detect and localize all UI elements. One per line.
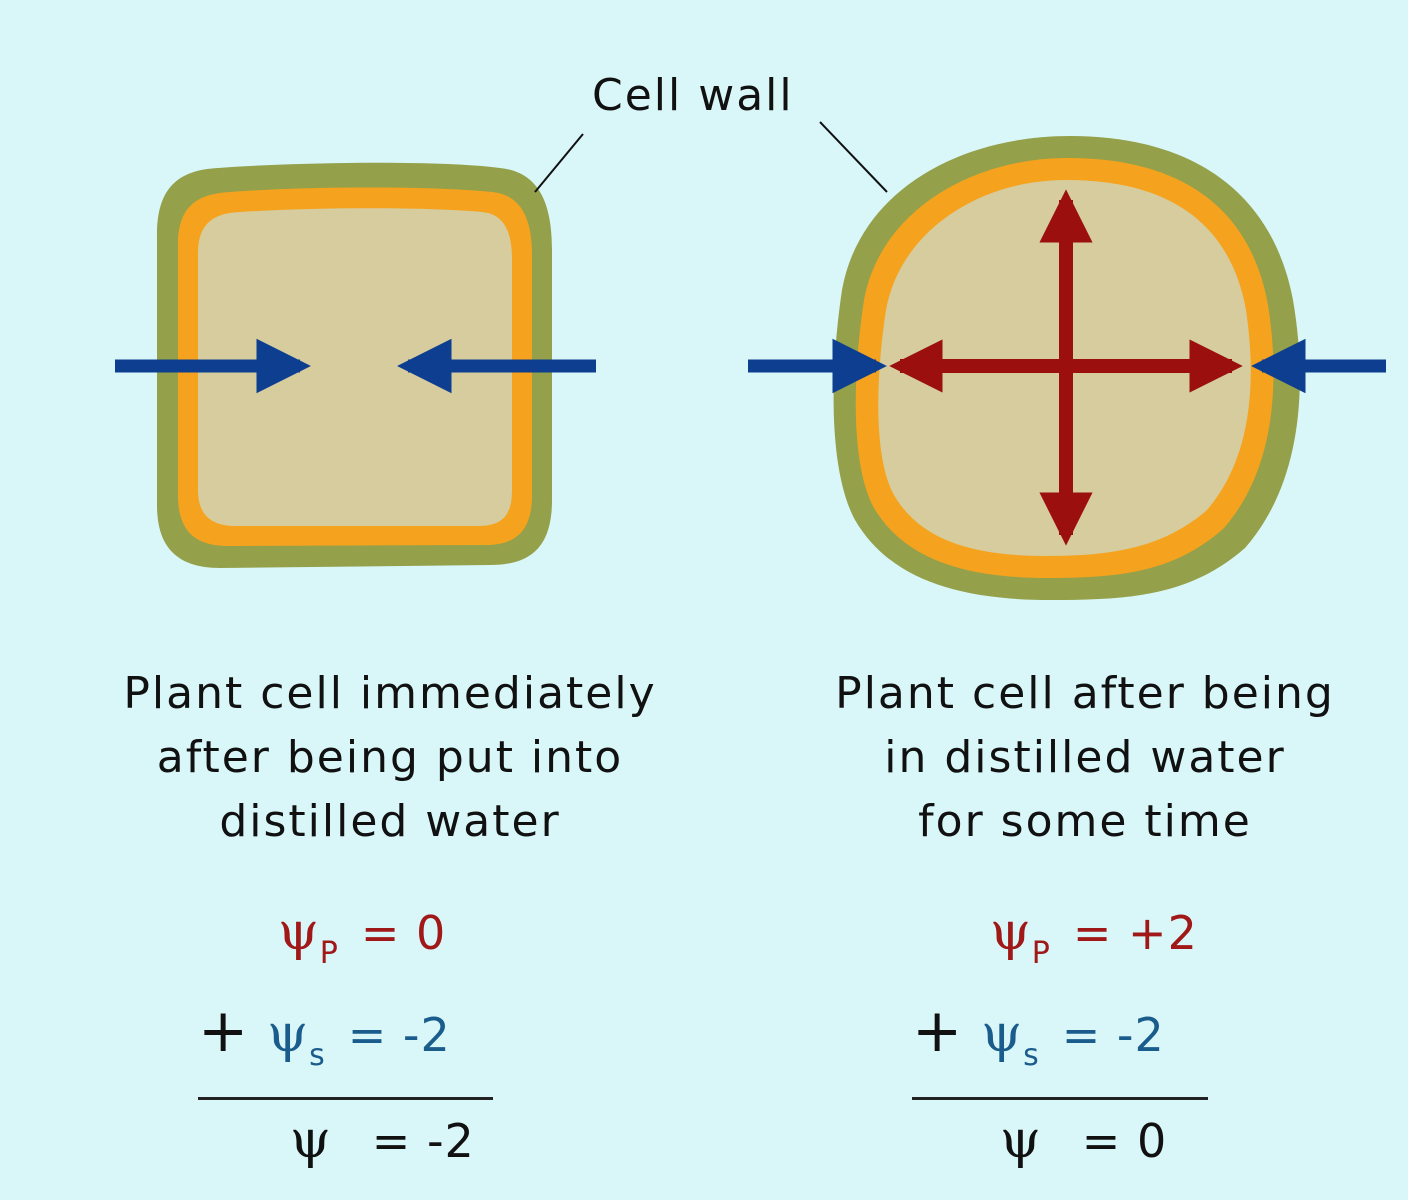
psi-s-symbol: ψ <box>981 1004 1024 1064</box>
psi-p-subscript: P <box>1031 936 1051 971</box>
cell-wall-pointer-right <box>819 121 888 193</box>
left-sum-line <box>198 1097 493 1100</box>
left-cytoplasm <box>198 208 512 526</box>
left-plant-cell <box>157 162 552 568</box>
psi-s-subscript: s <box>1023 1038 1040 1073</box>
plus-sign: + <box>912 996 964 1066</box>
left-solute-potential: + ψs = -2 <box>198 996 451 1073</box>
psi-p-subscript: P <box>319 936 339 971</box>
psi-p-symbol: ψ <box>990 902 1032 962</box>
psi-value: = -2 <box>371 1114 475 1168</box>
right-sum-line <box>912 1097 1208 1100</box>
psi-symbol: ψ <box>1000 1110 1042 1170</box>
right-solute-potential: + ψs = -2 <box>912 996 1165 1073</box>
psi-s-symbol: ψ <box>267 1004 310 1064</box>
psi-p-value: = +2 <box>1072 906 1198 960</box>
psi-p-value: = 0 <box>360 906 447 960</box>
right-water-potential: ψ = 0 <box>1000 1110 1167 1170</box>
psi-s-subscript: s <box>309 1038 326 1073</box>
psi-symbol: ψ <box>290 1110 332 1170</box>
cell-wall-label: Cell wall <box>592 70 794 121</box>
psi-s-value: = -2 <box>347 1008 451 1062</box>
psi-p-symbol: ψ <box>278 902 320 962</box>
right-caption: Plant cell after being in distilled wate… <box>835 668 1335 847</box>
cell-wall-pointer-left <box>534 133 584 193</box>
right-pressure-potential: ψP = +2 <box>990 902 1198 971</box>
turgor-pressure-arrows <box>889 189 1243 546</box>
psi-s-value: = -2 <box>1061 1008 1165 1062</box>
plus-sign: + <box>198 996 250 1066</box>
psi-value: = 0 <box>1081 1114 1168 1168</box>
left-caption: Plant cell immediately after being put i… <box>123 668 657 847</box>
left-water-potential: ψ = -2 <box>290 1110 475 1170</box>
left-pressure-potential: ψP = 0 <box>278 902 446 971</box>
